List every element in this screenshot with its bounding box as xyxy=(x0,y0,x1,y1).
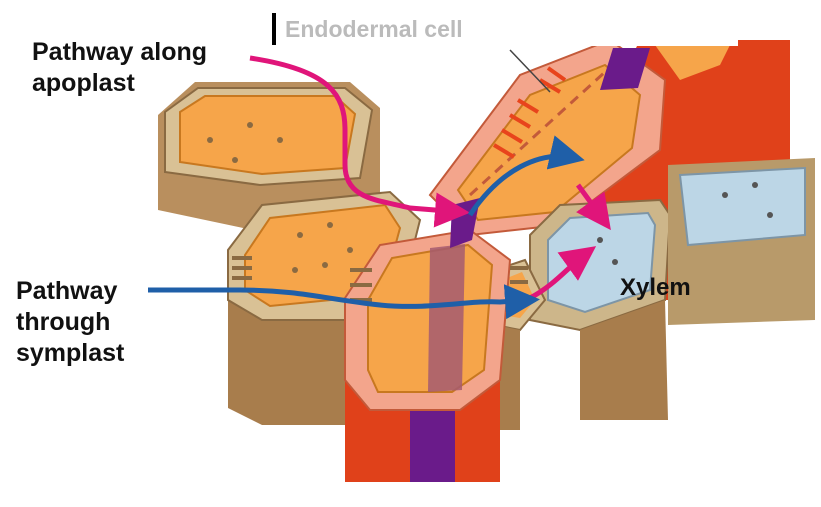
symplast-pathway-label: Pathway through symplast xyxy=(16,276,124,369)
apoplast-pathway-label: Pathway along apoplast xyxy=(32,37,207,99)
text-cursor xyxy=(272,13,276,45)
endodermal-cell-label: Endodermal cell xyxy=(285,14,463,45)
xylem-label: Xylem xyxy=(620,272,691,303)
